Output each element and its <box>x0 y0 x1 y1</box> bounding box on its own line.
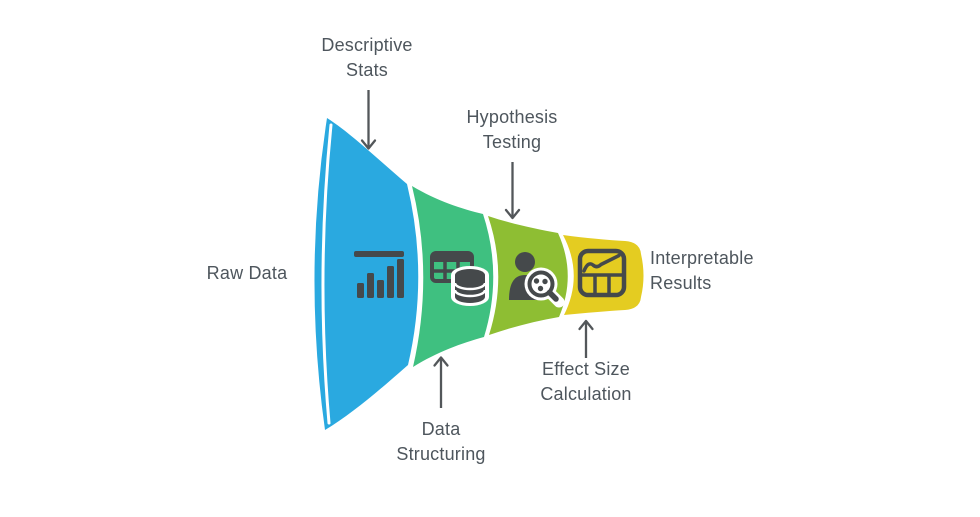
bar <box>357 283 364 298</box>
bar <box>377 280 384 298</box>
stage-label-hypothesis-testing: Hypothesis Testing <box>466 107 558 152</box>
arrow-hypothesis-testing <box>504 162 521 220</box>
data-dot <box>533 278 540 284</box>
funnel-mouth-highlight <box>321 123 333 425</box>
bar <box>387 266 394 298</box>
arrow-effect-size <box>578 319 594 358</box>
bar-chart-icon <box>354 251 404 298</box>
arrowhead-down-icon <box>504 208 521 220</box>
data-dot <box>542 278 548 285</box>
stage-label-effect-size: Effect Size Calculation <box>540 359 632 404</box>
output-label-interpretable-results: Interpretable Results <box>650 248 754 293</box>
arrowhead-up-icon <box>578 319 594 331</box>
arrow-descriptive-stats <box>360 90 377 150</box>
stage-label-data-structuring: Data Structuring <box>396 419 486 464</box>
stage-label-descriptive-stats: Descriptive Stats <box>321 35 413 80</box>
magnifier-handle <box>546 289 559 302</box>
arrowhead-up-icon <box>433 356 449 367</box>
table-database-icon <box>430 251 489 306</box>
bar <box>367 273 374 298</box>
person-head <box>515 252 535 272</box>
analyst-magnifier-icon <box>509 252 565 308</box>
chart-frame <box>577 248 627 298</box>
bar-chart-top-rule <box>354 251 404 257</box>
database-cylinder <box>451 266 489 306</box>
arrow-data-structuring <box>433 356 449 408</box>
table-header <box>431 252 473 262</box>
bar <box>397 259 404 298</box>
input-label-raw-data: Raw Data <box>206 263 288 283</box>
magnifier <box>524 267 565 308</box>
data-dot <box>537 285 544 292</box>
funnel-stage-descriptive-stats <box>314 118 419 430</box>
results-chart-icon <box>577 248 627 298</box>
trend-line <box>582 253 621 273</box>
magnifier-ring <box>527 270 555 298</box>
arrowhead-down-icon <box>360 139 377 150</box>
